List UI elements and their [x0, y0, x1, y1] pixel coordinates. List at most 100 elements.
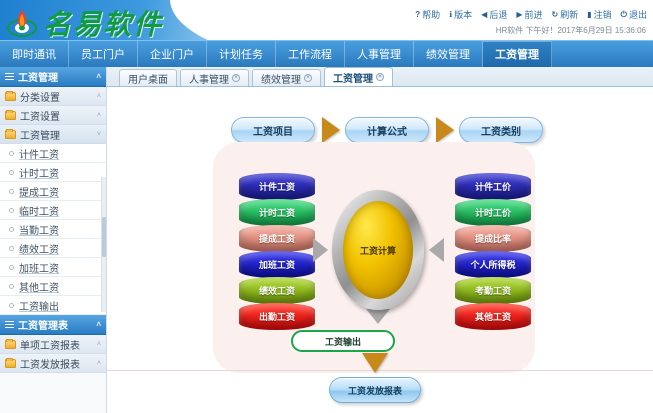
tab-performance-management[interactable]: 绩效管理 ✕ — [252, 69, 321, 86]
node-label: 计件工资 — [258, 182, 295, 192]
node-payment-report[interactable]: 工资发放报表 — [329, 377, 421, 403]
sidebar-item-performance-wage[interactable]: 绩效工资 — [0, 239, 106, 258]
nav-item-scheduled-tasks[interactable]: 计划任务 — [207, 41, 276, 67]
tab-label: 绩效管理 — [261, 74, 301, 86]
node-label: 提成比率 — [474, 234, 511, 244]
bullet-icon — [9, 302, 14, 308]
power-icon: ⏻ — [620, 9, 627, 19]
folder-icon — [5, 357, 16, 368]
sidebar-group-payroll-management[interactable]: 工资管理 ˄ — [0, 67, 106, 87]
tab-hr-management[interactable]: 人事管理 ✕ — [180, 69, 249, 86]
header-link-label: 退出 — [628, 10, 647, 20]
arrow-right-icon: ▶ — [516, 10, 523, 19]
node-label: 出勤工资 — [258, 312, 295, 322]
sidebar-item-temporary-wage[interactable]: 临时工资 — [0, 201, 106, 220]
node-left-commission-wage[interactable]: 提成工资 — [239, 225, 315, 252]
node-right-piece-rate-price[interactable]: 计件工价 — [455, 173, 531, 200]
node-right-commission-rate[interactable]: 提成比率 — [455, 225, 531, 252]
tab-user-desktop[interactable]: 用户桌面 — [119, 69, 177, 86]
tab-payroll-management[interactable]: 工资管理 ✕ — [324, 67, 393, 86]
nav-item-enterprise-portal[interactable]: 企业门户 — [138, 41, 207, 67]
node-left-performance-wage[interactable]: 绩效工资 — [239, 277, 315, 304]
node-right-hourly-price[interactable]: 计时工价 — [455, 199, 531, 226]
chevron-up-icon: ˄ — [96, 340, 101, 348]
sidebar-sub-label: 工资管理 — [20, 130, 60, 142]
sidebar-item-commission-wage[interactable]: 提成工资 — [0, 182, 106, 201]
node-payroll-output[interactable]: 工资输出 — [291, 330, 395, 352]
brand-logo[interactable]: 名易软件 — [6, 3, 163, 40]
header-link-refresh[interactable]: ↻ 刷新 — [552, 8, 579, 21]
node-payroll-calculation[interactable]: 工资计算 — [332, 190, 424, 310]
arrow-down-icon-2 — [366, 309, 390, 324]
sidebar-item-overtime-wage[interactable]: 加班工资 — [0, 258, 106, 277]
chevron-up-icon: ˄ — [96, 92, 101, 100]
lock-icon: ▮ — [587, 10, 592, 19]
bullet-icon — [9, 245, 14, 251]
sidebar-item-payroll-output[interactable]: 工资输出 — [0, 296, 106, 315]
node-label: 考勤工资 — [474, 286, 511, 296]
close-icon[interactable]: ✕ — [304, 74, 312, 82]
sidebar-scrollbar-thumb[interactable] — [102, 217, 106, 257]
node-left-overtime-wage[interactable]: 加班工资 — [239, 251, 315, 278]
sidebar-scrollbar[interactable] — [101, 177, 106, 312]
node-label: 计时工价 — [474, 208, 511, 218]
node-left-attendance-wage[interactable]: 出勤工资 — [239, 303, 315, 330]
logo-icon — [6, 7, 38, 39]
nav-item-performance[interactable]: 绩效管理 — [414, 41, 483, 67]
node-left-piece-rate-wage[interactable]: 计件工资 — [239, 173, 315, 200]
header-link-back[interactable]: ◀ 后退 — [481, 8, 507, 21]
sidebar-sub-payroll-settings[interactable]: 工资设置 ˄ — [0, 106, 106, 125]
node-label: 计时工资 — [258, 208, 295, 218]
sidebar-item-hourly-wage[interactable]: 计时工资 — [0, 163, 106, 182]
header-link-forward[interactable]: ▶ 前进 — [516, 8, 542, 21]
sidebar-sub-label: 工资设置 — [20, 111, 60, 123]
node-right-income-tax[interactable]: 个人所得税 — [455, 251, 531, 278]
diagram-canvas: 工资项目 计算公式 工资类别 计件工资 计时 — [107, 87, 653, 413]
node-label: 工资项目 — [253, 126, 293, 138]
node-label: 加班工资 — [258, 260, 295, 270]
body-area: 工资管理 ˄ 分类设置 ˄ 工资设置 ˄ 工资管理 ˅ 计件工资 — [0, 67, 653, 413]
sidebar-item-piece-rate-wage[interactable]: 计件工资 — [0, 144, 106, 163]
sidebar-item-label: 工资输出 — [19, 301, 59, 313]
info-icon: ℹ — [449, 10, 453, 19]
node-payroll-items[interactable]: 工资项目 — [231, 117, 315, 143]
header-link-logoff[interactable]: ▮ 注销 — [587, 8, 611, 21]
bullet-icon — [9, 283, 14, 289]
sidebar-sub-category-settings[interactable]: 分类设置 ˄ — [0, 87, 106, 106]
nav-item-employee-portal[interactable]: 员工门户 — [69, 41, 138, 67]
node-label: 其他工资 — [474, 312, 511, 322]
bullet-icon — [9, 207, 14, 213]
node-left-hourly-wage[interactable]: 计时工资 — [239, 199, 315, 226]
sidebar-sub-single-item-report[interactable]: 单项工资报表 ˄ — [0, 335, 106, 354]
node-right-attendance-wage[interactable]: 考勤工资 — [455, 277, 531, 304]
node-label: 绩效工资 — [258, 286, 295, 296]
sidebar-item-attendance-wage[interactable]: 当勤工资 — [0, 220, 106, 239]
chevron-up-icon: ˄ — [96, 359, 101, 367]
nav-item-hr[interactable]: 人事管理 — [345, 41, 414, 67]
folder-icon — [5, 338, 16, 349]
tab-label: 人事管理 — [189, 74, 229, 86]
header-link-exit[interactable]: ⏻ 退出 — [621, 8, 647, 21]
sidebar-sub-label: 单项工资报表 — [20, 340, 80, 352]
folder-icon — [5, 90, 16, 101]
node-right-other-wage[interactable]: 其他工资 — [455, 303, 531, 330]
content-pane: 用户桌面 人事管理 ✕ 绩效管理 ✕ 工资管理 ✕ 工资项目 — [107, 67, 653, 413]
node-label: 提成工资 — [258, 234, 295, 244]
nav-item-im[interactable]: 即时通讯 — [0, 41, 69, 67]
header-link-help[interactable]: ? 帮助 — [415, 8, 440, 21]
nav-item-payroll[interactable]: 工资管理 — [483, 41, 552, 67]
node-calculation-formula[interactable]: 计算公式 — [345, 117, 429, 143]
header-link-version[interactable]: ℹ 版本 — [449, 8, 472, 21]
close-icon[interactable]: ✕ — [232, 74, 240, 82]
nav-item-workflow[interactable]: 工作流程 — [276, 41, 345, 67]
node-label: 计件工价 — [474, 182, 511, 192]
sidebar-group-payroll-reports[interactable]: 工资管理表 ˄ — [0, 315, 106, 335]
node-label: 工资发放报表 — [347, 385, 402, 396]
sidebar-group-label: 工资管理 — [18, 73, 58, 84]
close-icon[interactable]: ✕ — [376, 73, 384, 81]
sidebar-sub-payroll-management[interactable]: 工资管理 ˅ — [0, 125, 106, 144]
sidebar-item-other-wage[interactable]: 其他工资 — [0, 277, 106, 296]
sidebar-sub-payment-report[interactable]: 工资发放报表 ˄ — [0, 354, 106, 373]
node-payroll-category[interactable]: 工资类别 — [459, 117, 543, 143]
